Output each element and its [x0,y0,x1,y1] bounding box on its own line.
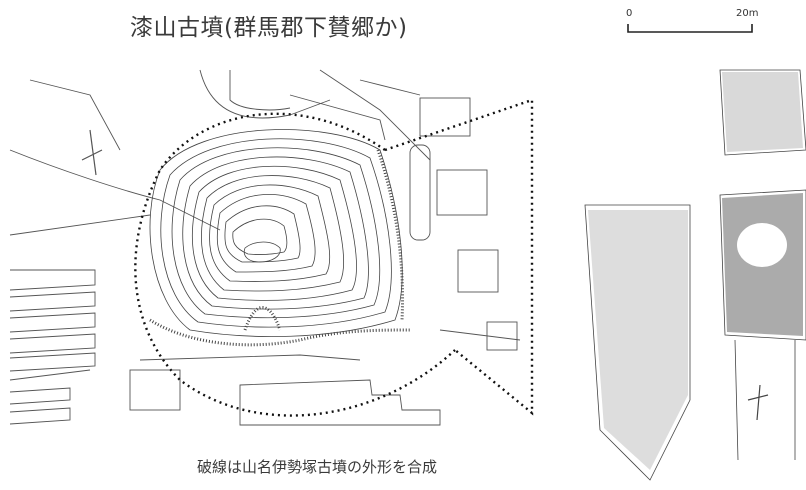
scale-end-label: 20m [736,8,759,19]
scale-bar-line [627,24,753,33]
map-title: 漆山古墳(群馬郡下賛郷か) [130,15,408,41]
site-plan [9,69,521,426]
mound-contours [149,129,411,347]
map-caption: 破線は山名伊勢塚古墳の外形を合成 [197,458,438,476]
scale-bar: 0 20m [622,6,762,36]
scale-start-label: 0 [626,8,633,19]
ise-zuka-outline-dashed [134,98,534,417]
excavation-texture [588,72,803,470]
excavation-drawings [584,69,806,481]
